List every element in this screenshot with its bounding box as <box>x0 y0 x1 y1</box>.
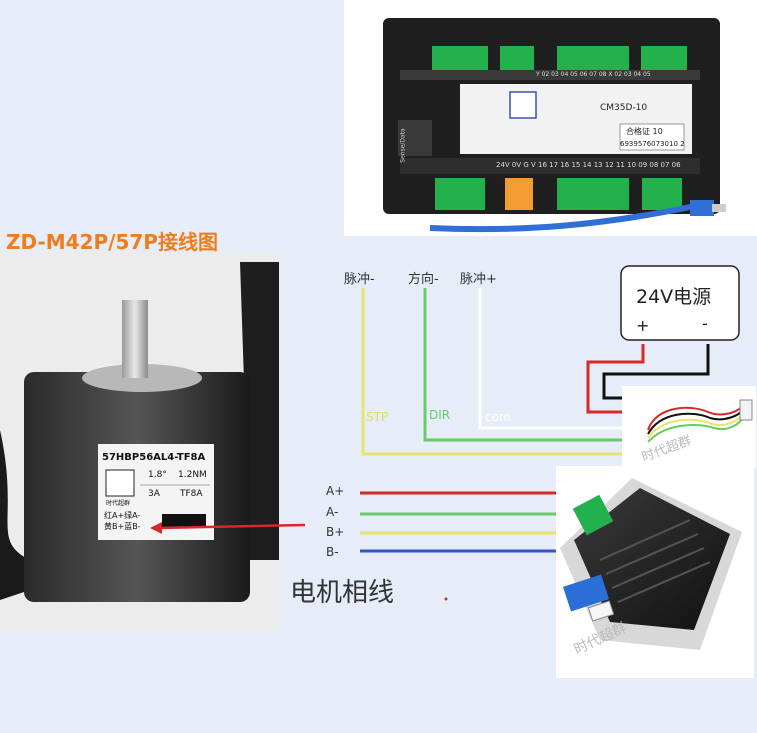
controller-top-label-strip <box>400 70 700 80</box>
controller-panel <box>344 0 757 236</box>
motor-brand-logo-icon <box>105 469 135 497</box>
label-stp: STP <box>366 410 389 424</box>
terminal-block-top-1 <box>432 46 488 70</box>
label-pulse-plus: 脉冲+ <box>460 272 497 287</box>
motor-shaft <box>122 300 148 378</box>
pointer-arrow-line <box>157 523 306 530</box>
driver-signal-socket <box>587 600 615 622</box>
controller-cert: 合格证 10 <box>626 127 663 136</box>
heatsink-fin-4 <box>617 561 711 603</box>
driver-pcb-blue <box>562 574 610 612</box>
power-supply-box <box>620 265 740 341</box>
motor-wiring-2: 黄B+蓝B- <box>104 522 141 531</box>
controller-model: CM35D-10 <box>600 103 648 113</box>
controller-side-port <box>398 120 432 156</box>
heatsink-fin-2 <box>605 533 699 575</box>
heatsink-fin-3 <box>611 547 705 589</box>
signal-wire-white <box>478 288 640 430</box>
motor-wiring: 红A+绿A- <box>104 511 141 520</box>
phase-label-a-plus: A+ <box>326 484 345 498</box>
terminal-block-top-4 <box>641 46 687 70</box>
usb-cable <box>429 202 701 233</box>
controller-logo-icon <box>509 91 537 119</box>
label-dir-minus: 方向- <box>408 272 439 287</box>
motor-barcode-icon <box>162 514 206 528</box>
connector-wire-green <box>647 415 745 443</box>
pointer-arrow-head-icon <box>150 522 162 534</box>
terminal-block-power <box>505 178 533 210</box>
terminal-block-bottom-1 <box>435 178 485 210</box>
driver-panel <box>556 466 754 678</box>
phase-label-a-minus: A- <box>326 505 339 519</box>
label-pulse-minus: 脉冲- <box>344 272 375 287</box>
motor-brand: 时代超群 <box>106 500 131 507</box>
terminal-block-bottom-3 <box>642 178 682 210</box>
power-wire-black <box>602 344 710 400</box>
phase-caption: 电机相线 <box>290 578 395 608</box>
motor-model: 57HBP56AL4-TF8A <box>102 452 206 463</box>
power-minus: - <box>702 314 708 333</box>
motor-cable-left <box>0 430 30 600</box>
terminal-block-bottom-2 <box>557 178 629 210</box>
power-wire-red <box>586 344 645 414</box>
driver-terminal-block <box>572 494 614 536</box>
phase-label-b-plus: B+ <box>326 525 345 539</box>
connector-wire-black <box>647 407 745 435</box>
motor-current: 3A <box>148 489 160 499</box>
motor-torque: 1.2NM <box>178 470 207 480</box>
motor-step-angle: 1.8° <box>148 470 167 480</box>
signal-wire-green <box>423 288 640 442</box>
signal-wire-yellow <box>361 288 640 456</box>
motor-panel <box>0 252 306 632</box>
label-dir: DIR <box>429 408 451 422</box>
controller-serial: 6939576073010 2 <box>620 140 685 148</box>
driver-heatsink <box>574 488 730 630</box>
controller-side-label: Sense/Data <box>399 128 407 163</box>
connector-plug-icon <box>739 399 753 421</box>
terminal-block-top-2 <box>500 46 534 70</box>
controller-bottom-labels: 24V 0V G V 16 17 16 15 14 13 12 11 10 09… <box>496 161 681 169</box>
connector-wire-red <box>647 403 745 431</box>
connector-wire-yellow <box>647 411 745 439</box>
label-com: com <box>485 410 511 424</box>
connector-panel <box>622 386 756 468</box>
heatsink-fin-1 <box>599 519 691 561</box>
usb-tip <box>712 204 726 212</box>
controller-top-labels: Y 02 03 04 05 06 07 08 X 02 03 04 05 <box>536 71 651 78</box>
phase-label-b-minus: B- <box>326 545 339 559</box>
cert-box <box>619 123 685 151</box>
terminal-block-top-3 <box>557 46 629 70</box>
motor-code: TF8A <box>180 489 203 499</box>
power-label: 24V电源 <box>636 286 712 308</box>
stray-mark <box>444 597 448 601</box>
controller-bottom-label-strip <box>400 158 700 174</box>
usb-plug-icon <box>690 200 714 216</box>
power-plus: + <box>636 316 650 335</box>
diagram-title: ZD-M42P/57P接线图 <box>6 230 218 254</box>
